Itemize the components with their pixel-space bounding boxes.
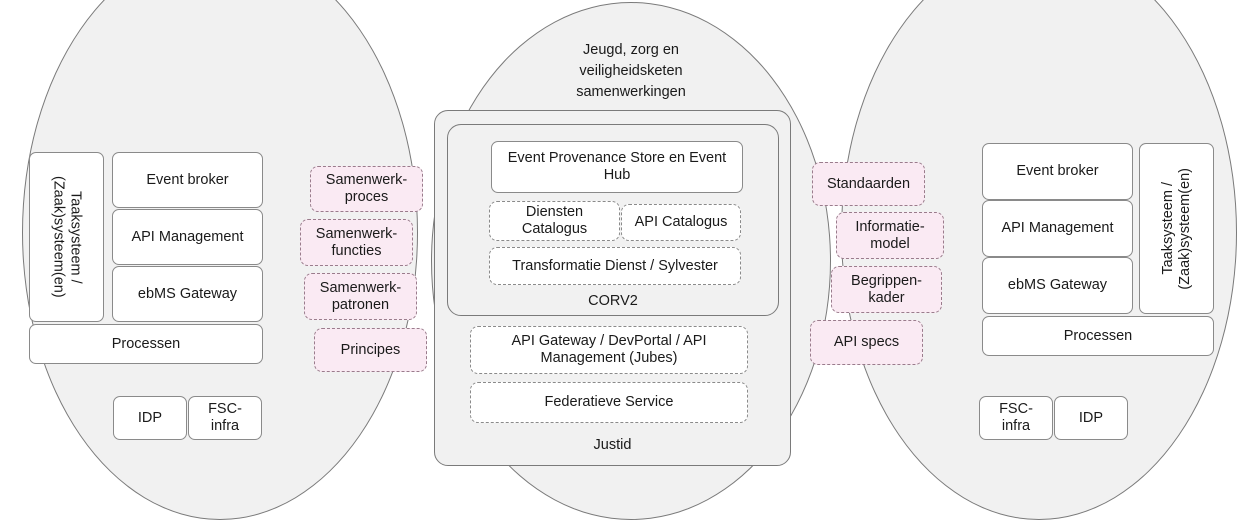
box-fsc-infra-left-label: FSC- infra: [208, 401, 242, 434]
box-standaarden-label: Standaarden: [826, 175, 911, 192]
box-idp-left[interactable]: IDP: [113, 396, 187, 440]
box-principes[interactable]: Principes: [314, 328, 427, 372]
box-event-broker-right[interactable]: Event broker: [982, 143, 1133, 200]
center-ellipse-title: Jeugd, zorg en veiligheidsketen samenwer…: [471, 40, 791, 103]
box-api-gateway-devportal[interactable]: API Gateway / DevPortal / API Management…: [470, 326, 748, 374]
box-api-management-left-label: API Management: [131, 228, 244, 245]
box-informatiemodel-label: Informatie- model: [855, 218, 925, 252]
box-diensten-catalogus-label: Diensten Catalogus: [521, 204, 588, 237]
box-samenwerk-proces[interactable]: Samenwerk- proces: [310, 166, 423, 212]
center-title-line-1: Jeugd, zorg en: [583, 42, 679, 58]
box-api-management-right[interactable]: API Management: [982, 200, 1133, 257]
box-event-broker-left-label: Event broker: [146, 171, 229, 188]
box-api-management-left[interactable]: API Management: [112, 209, 263, 265]
box-idp-right[interactable]: IDP: [1054, 396, 1128, 440]
box-samenwerk-patronen[interactable]: Samenwerk- patronen: [304, 273, 417, 320]
box-api-specs[interactable]: API specs: [810, 320, 923, 365]
box-informatiemodel[interactable]: Informatie- model: [836, 212, 944, 259]
box-taaksysteem-left-label: Taaksysteem / (Zaak)systeem(en): [50, 176, 84, 298]
box-ebms-gateway-left-label: ebMS Gateway: [137, 285, 238, 302]
box-api-catalogus[interactable]: API Catalogus: [621, 204, 741, 241]
box-transformatie-dienst[interactable]: Transformatie Dienst / Sylvester: [489, 247, 741, 285]
box-principes-label: Principes: [340, 341, 401, 358]
box-ebms-gateway-right-label: ebMS Gateway: [1007, 277, 1108, 294]
box-api-management-right-label: API Management: [1001, 220, 1114, 237]
box-ebms-gateway-left[interactable]: ebMS Gateway: [112, 266, 263, 322]
box-api-gateway-devportal-label: API Gateway / DevPortal / API Management…: [511, 333, 707, 366]
box-fsc-infra-right[interactable]: FSC- infra: [979, 396, 1053, 440]
box-taaksysteem-right[interactable]: Taaksysteem / (Zaak)systeem(en): [1139, 143, 1214, 314]
box-samenwerk-proces-label: Samenwerk- proces: [325, 172, 408, 205]
box-samenwerk-functies-label: Samenwerk- functies: [315, 225, 398, 259]
box-event-broker-left[interactable]: Event broker: [112, 152, 263, 208]
box-processen-right[interactable]: Processen: [982, 316, 1214, 356]
box-taaksysteem-left[interactable]: Taaksysteem / (Zaak)systeem(en): [29, 152, 104, 322]
box-fsc-infra-right-label: FSC- infra: [999, 401, 1033, 434]
frame-corv2-label: CORV2: [588, 293, 638, 309]
box-federatieve-service[interactable]: Federatieve Service: [470, 382, 748, 423]
box-ebms-gateway-right[interactable]: ebMS Gateway: [982, 257, 1133, 314]
center-title-line-2: veiligheidsketen: [579, 63, 683, 80]
box-standaarden[interactable]: Standaarden: [812, 162, 925, 206]
center-title-line-3: samenwerkingen: [576, 84, 686, 101]
box-processen-left-label: Processen: [111, 335, 181, 352]
box-fsc-infra-left[interactable]: FSC- infra: [188, 396, 262, 440]
box-processen-right-label: Processen: [1063, 327, 1133, 344]
box-federatieve-service-label: Federatieve Service: [544, 394, 674, 411]
box-processen-left[interactable]: Processen: [29, 324, 263, 364]
box-samenwerk-patronen-label: Samenwerk- patronen: [319, 279, 402, 313]
box-api-catalogus-label: API Catalogus: [634, 214, 728, 231]
box-idp-right-label: IDP: [1078, 409, 1104, 426]
box-event-broker-right-label: Event broker: [1016, 163, 1099, 180]
box-begrippenkader[interactable]: Begrippen- kader: [831, 266, 942, 313]
frame-justid-label: Justid: [593, 437, 632, 453]
box-event-provenance-store-label: Event Provenance Store en Event Hub: [507, 150, 727, 183]
box-diensten-catalogus[interactable]: Diensten Catalogus: [489, 201, 620, 241]
box-samenwerk-functies[interactable]: Samenwerk- functies: [300, 219, 413, 266]
box-begrippenkader-label: Begrippen- kader: [851, 272, 922, 306]
box-transformatie-dienst-label: Transformatie Dienst / Sylvester: [512, 257, 718, 274]
box-api-specs-label: API specs: [833, 334, 900, 351]
box-idp-left-label: IDP: [137, 409, 163, 426]
box-event-provenance-store[interactable]: Event Provenance Store en Event Hub: [491, 141, 743, 193]
box-taaksysteem-right-label: Taaksysteem / (Zaak)systeem(en): [1159, 167, 1193, 290]
